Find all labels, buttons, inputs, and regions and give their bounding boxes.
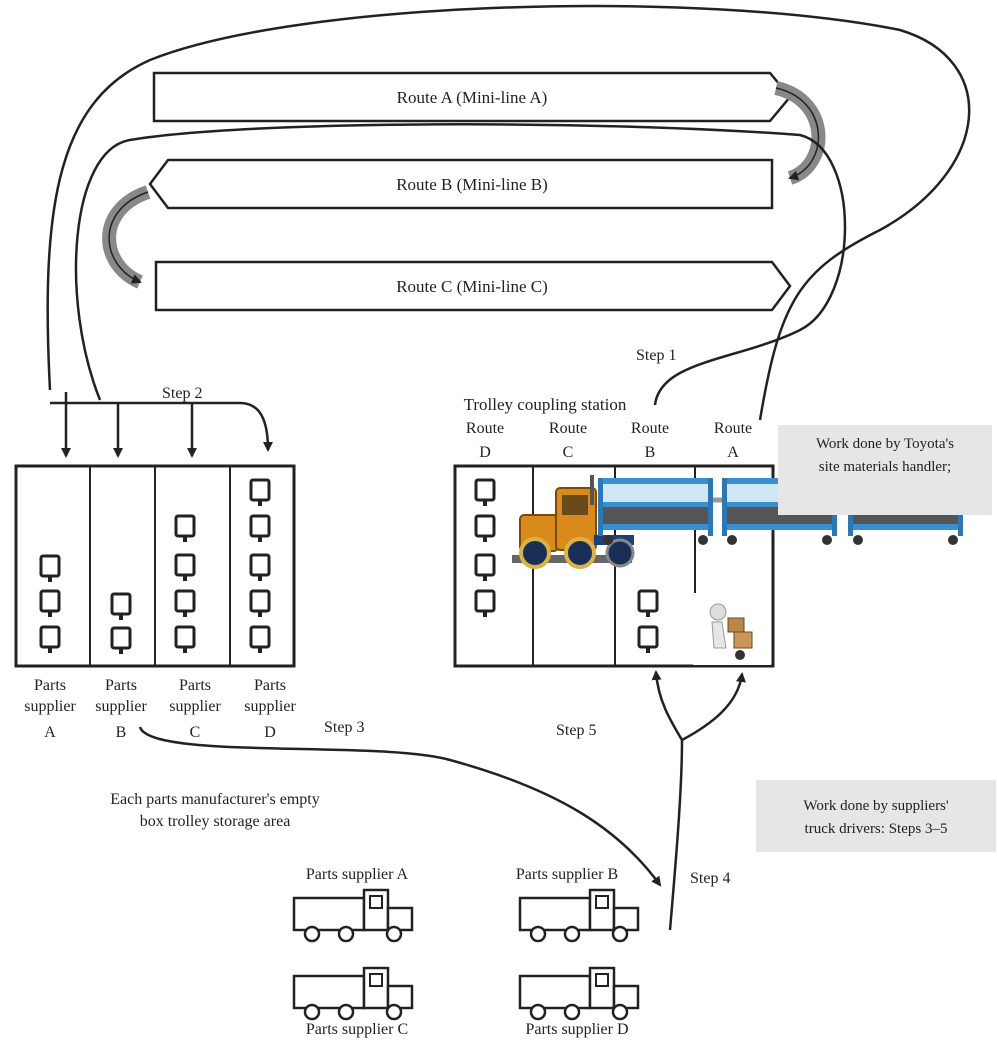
storage-caption-line2: box trolley storage area bbox=[140, 813, 291, 830]
storage-supplier-b-line3: B bbox=[116, 724, 127, 741]
coupling-route-word: Route bbox=[631, 420, 669, 437]
supplier-note-line2: truck drivers: Steps 3–5 bbox=[805, 821, 948, 837]
storage-supplier-a-line1: Parts bbox=[34, 677, 66, 694]
storage-supplier-c-line1: Parts bbox=[179, 677, 211, 694]
route-c-label: Route C (Mini-line C) bbox=[396, 277, 548, 296]
route-a-label: Route A (Mini-line A) bbox=[397, 88, 548, 107]
storage-supplier-d-line3: D bbox=[264, 724, 276, 741]
storage-supplier-labels: Parts supplier A Parts supplier B Parts … bbox=[24, 677, 296, 741]
step2-label: Step 2 bbox=[162, 385, 202, 402]
materials-handler-icon bbox=[693, 593, 771, 665]
step5-arrow-b bbox=[656, 672, 682, 740]
coupling-route-letter: C bbox=[563, 444, 574, 461]
route-b-to-c-turn bbox=[109, 192, 148, 282]
storage-caption-line1: Each parts manufacturer's empty bbox=[110, 791, 319, 808]
truck-icon bbox=[294, 890, 412, 941]
step2-bar-curve bbox=[240, 403, 268, 450]
storage-supplier-a-line2: supplier bbox=[24, 698, 76, 715]
toyota-note-line1: Work done by Toyota's bbox=[816, 436, 954, 452]
truck-label-c: Parts supplier C bbox=[306, 1021, 408, 1038]
step4-arrow bbox=[670, 740, 682, 930]
step1-label: Step 1 bbox=[636, 347, 676, 364]
coupling-route-letter: D bbox=[479, 444, 491, 461]
truck-icon bbox=[294, 968, 412, 1019]
coupling-route-word: Route bbox=[714, 420, 752, 437]
route-b-label: Route B (Mini-line B) bbox=[396, 175, 548, 194]
coupling-route-word: Route bbox=[466, 420, 504, 437]
step3-label: Step 3 bbox=[324, 719, 364, 736]
storage-supplier-b-line1: Parts bbox=[105, 677, 137, 694]
storage-supplier-c-line2: supplier bbox=[169, 698, 221, 715]
supplier-note-line1: Work done by suppliers' bbox=[803, 798, 949, 814]
toyota-note-line2: site materials handler; bbox=[819, 459, 951, 475]
truck-label-b: Parts supplier B bbox=[516, 866, 618, 883]
coupling-route-letter: A bbox=[727, 444, 739, 461]
storage-supplier-d-line2: supplier bbox=[244, 698, 296, 715]
supplier-note-bg bbox=[756, 780, 996, 852]
coupling-route-headers: Route D Route C Route B Route A bbox=[466, 420, 752, 461]
step5-label: Step 5 bbox=[556, 722, 596, 739]
storage-supplier-c-line3: C bbox=[190, 724, 201, 741]
coupling-station-title: Trolley coupling station bbox=[464, 395, 627, 414]
loop-line-outer bbox=[48, 6, 969, 420]
coupling-route-word: Route bbox=[549, 420, 587, 437]
truck-label-d: Parts supplier D bbox=[525, 1021, 628, 1038]
truck-icon bbox=[520, 968, 638, 1019]
storage-supplier-d-line1: Parts bbox=[254, 677, 286, 694]
coupling-route-letter: B bbox=[645, 444, 656, 461]
storage-supplier-a-line3: A bbox=[44, 724, 56, 741]
step4-label: Step 4 bbox=[690, 870, 730, 887]
step5-arrow-a bbox=[682, 674, 742, 740]
storage-supplier-b-line2: supplier bbox=[95, 698, 147, 715]
truck-icon bbox=[520, 890, 638, 941]
truck-label-a: Parts supplier A bbox=[306, 866, 409, 883]
